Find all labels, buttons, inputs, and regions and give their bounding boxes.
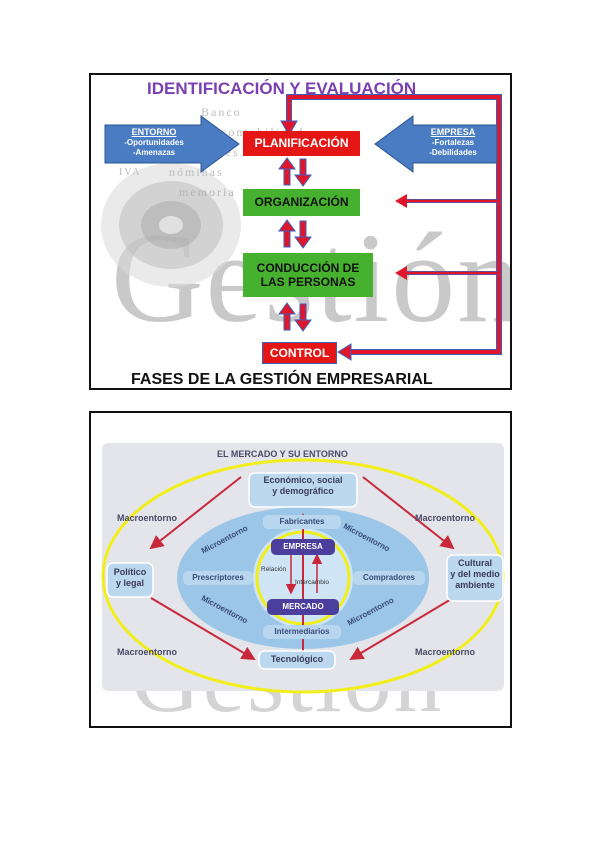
arrow-economico-cultural xyxy=(362,476,455,550)
entorno-box: ENTORNO -Oportunidades -Amenazas xyxy=(111,127,197,158)
phase-planificacion: PLANIFICACIÓN xyxy=(243,131,360,156)
phase-control: CONTROL xyxy=(262,342,337,364)
empresa-item: -Debilidades xyxy=(429,148,477,158)
background-disk-decoration xyxy=(101,163,241,287)
entorno-item: -Oportunidades xyxy=(124,138,184,148)
core-label-relacion: Relación xyxy=(261,566,287,573)
micro-box-compradores xyxy=(353,571,425,585)
micro-box-prescriptores xyxy=(183,571,253,585)
macro-box-politico xyxy=(106,562,154,598)
background-faint-word: IVA xyxy=(119,167,142,178)
background-faint-word: memoria xyxy=(179,185,236,199)
entorno-title: ENTORNO xyxy=(131,127,177,137)
core-box-empresa xyxy=(271,539,335,555)
micro-label-intermediarios: Intermediarios xyxy=(274,627,330,636)
macro-arrows xyxy=(149,476,455,661)
phase-conduccion: CONDUCCIÓN DE LAS PERSONAS xyxy=(243,253,373,297)
macro-box-economico xyxy=(248,472,358,508)
macro-label-cultural: Cultural y del medio ambiente xyxy=(447,558,503,590)
arrow-politico-tecnologico xyxy=(150,597,256,661)
macro-label-line: Cultural xyxy=(457,558,492,568)
micro-box-fabricantes xyxy=(263,515,341,529)
core-arrows xyxy=(285,553,323,595)
macro-label-line: ambiente xyxy=(455,579,495,590)
up-down-arrow-1 xyxy=(278,157,312,187)
arrow-cultural-tecnologico xyxy=(349,597,454,661)
micro-label-prescriptores: Prescriptores xyxy=(192,573,244,582)
phase-organizacion: ORGANIZACIÓN xyxy=(243,189,360,216)
macroentorno-label: Macroentorno xyxy=(415,513,476,523)
empresa-item: -Fortalezas xyxy=(431,138,475,148)
empresa-box: EMPRESA -Fortalezas -Debilidades xyxy=(413,127,493,158)
background-faint-word: Banco xyxy=(201,105,242,119)
macro-label-economico: Económico, social y demográfico xyxy=(249,475,357,497)
macro-label-line: Económico, social xyxy=(263,475,343,485)
core-label-empresa: EMPRESA xyxy=(283,542,323,551)
macro-label-tecnologico: Tecnológico xyxy=(270,654,324,664)
diagram-caption: FASES DE LA GESTIÓN EMPRESARIAL xyxy=(131,371,433,388)
macroentorno-label: Macroentorno xyxy=(117,513,178,523)
arrow-economico-politico xyxy=(149,476,242,550)
macro-label-line: y demográfico xyxy=(272,485,334,496)
micro-box-intermediarios xyxy=(263,625,341,639)
macro-label-politico: Político y legal xyxy=(107,567,153,590)
empresa-arrow-shape xyxy=(374,115,498,173)
entorno-arrow-shape xyxy=(104,115,240,173)
phase-transition-arrows xyxy=(278,157,312,332)
background-faint-word: nóminas xyxy=(169,165,224,179)
market-diagram-graphic xyxy=(101,443,505,694)
entorno-item: -Amenazas xyxy=(132,148,176,158)
macro-box-tecnologico xyxy=(258,650,336,670)
up-down-arrow-3 xyxy=(278,302,312,332)
macro-label-line: y legal xyxy=(115,578,144,589)
phase-conduccion-line: CONDUCCIÓN DE xyxy=(256,260,360,275)
macroentorno-label: Macroentorno xyxy=(117,647,178,657)
micro-label-compradores: Compradores xyxy=(362,573,415,582)
phase-conduccion-line: LAS PERSONAS xyxy=(260,275,356,289)
core-label-intercambio: Intercambio xyxy=(295,579,329,586)
market-environment-diagram: Gestión xyxy=(89,411,512,728)
core-label-mercado: MERCADO xyxy=(282,602,324,611)
page-title: IDENTIFICACIÓN Y EVALUACIÓN xyxy=(147,79,417,98)
phase-arrows xyxy=(104,94,502,361)
macroentorno-label: Macroentorno xyxy=(415,647,476,657)
micro-label-fabricantes: Fabricantes xyxy=(279,517,325,526)
feedback-loop xyxy=(280,94,502,361)
empresa-title: EMPRESA xyxy=(430,127,476,137)
management-phases-diagram: Gestión Banco clientes contabilidad nómi… xyxy=(89,73,512,390)
diagram-title: EL MERCADO Y SU ENTORNO xyxy=(217,449,348,459)
macro-label-line: Político xyxy=(113,567,147,577)
macro-label-line: y del medio xyxy=(450,568,500,579)
macro-box-cultural xyxy=(446,554,504,602)
up-down-arrow-2 xyxy=(278,219,312,249)
core-box-mercado xyxy=(267,599,339,615)
